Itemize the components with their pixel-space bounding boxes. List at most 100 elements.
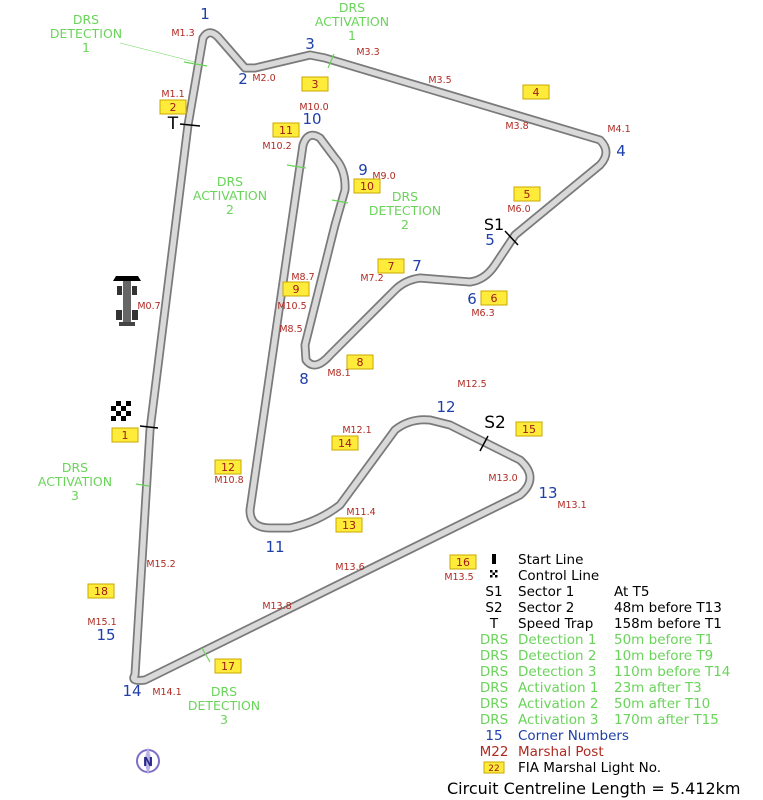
legend-label: Activation 1 — [518, 680, 598, 696]
marshal-light-box: 3 — [301, 76, 329, 92]
control-line — [139, 425, 159, 429]
sector2-line — [479, 435, 489, 452]
marshal-post: M2.0 — [252, 73, 275, 84]
marshal-light-box: 4 — [522, 84, 550, 100]
legend-label: Activation 2 — [518, 696, 598, 712]
track — [129, 28, 611, 685]
marshal-light-number: 13 — [342, 519, 356, 532]
marshal-light-number: 4 — [533, 86, 540, 99]
legend-symbol: M22 — [480, 744, 509, 760]
legend-symbol: S1 — [485, 584, 502, 600]
legend-symbol: DRS — [480, 712, 508, 728]
drs-leader — [119, 42, 196, 63]
speed-trap-label: T — [167, 114, 179, 134]
legend-label: Sector 2 — [518, 600, 574, 616]
legend-label: Start Line — [518, 552, 583, 568]
sector1-line — [504, 230, 519, 246]
marshal-post: M13.1 — [557, 500, 586, 511]
legend-label: Activation 3 — [518, 712, 598, 728]
marshal-post: M10.8 — [214, 475, 243, 486]
legend-symbol: DRS — [480, 632, 508, 648]
marshal-light-number: 11 — [279, 124, 293, 137]
legend-symbol: DRS — [480, 648, 508, 664]
corner-number: 5 — [485, 231, 495, 249]
drs-label-line: 2 — [226, 202, 234, 217]
marshal-light-box: 17 — [214, 658, 242, 674]
compass-label: N — [143, 755, 153, 769]
marshal-post: M14.1 — [152, 687, 181, 698]
speed-trap-line — [179, 123, 201, 127]
marshal-post: M3.3 — [356, 47, 379, 58]
drs-activation-2-line — [286, 164, 307, 169]
drs-label-line: ACTIVATION — [38, 474, 112, 489]
corner-number: 15 — [96, 626, 115, 644]
legend-symbol: DRS — [480, 696, 508, 712]
corner-number: 3 — [305, 35, 315, 53]
drs-labels: DRSDETECTION1DRSACTIVATION1DRSACTIVATION… — [38, 0, 441, 727]
marshal-light-number: 2 — [170, 101, 177, 114]
legend-label: Corner Numbers — [518, 728, 629, 744]
drs-label-line: 1 — [348, 28, 356, 43]
marshal-light-number: 16 — [456, 556, 470, 569]
sector2-label: S2 — [484, 413, 506, 433]
legend-row: Start Line — [492, 552, 583, 568]
marshal-light-number: 18 — [94, 585, 108, 598]
marshal-light-number: 8 — [357, 356, 364, 369]
marshal-post: M10.5 — [277, 301, 306, 312]
legend-value: At T5 — [614, 584, 649, 600]
compass-icon: N — [136, 747, 160, 775]
drs-label-line: DRS — [62, 460, 88, 475]
marshal-post: M3.8 — [505, 121, 528, 132]
marshal-light-box: 10 — [353, 178, 381, 194]
marshal-light-number: 5 — [524, 188, 531, 201]
drs-activation-1-line — [327, 53, 335, 69]
marshal-post: M10.2 — [262, 141, 291, 152]
legend-label: Speed Trap — [518, 616, 593, 632]
legend-label: Detection 2 — [518, 648, 596, 664]
drs-activation-3-line — [135, 483, 150, 487]
marshal-light-number: 17 — [221, 660, 235, 673]
marshal-post: M0.7 — [137, 301, 160, 312]
marshal-light-box: 18 — [87, 583, 115, 599]
legend-symbol: DRS — [480, 680, 508, 696]
marshal-light-number: 12 — [221, 461, 235, 474]
drs-detection-1-line — [183, 61, 208, 67]
marshal-post: M6.0 — [507, 204, 530, 215]
marshal-light-box: 2 — [159, 99, 187, 115]
marshal-light-number: 10 — [360, 180, 374, 193]
marshal-light-box: 14 — [331, 435, 359, 451]
drs-label-line: DRS — [392, 189, 418, 204]
marshal-light-box: 9 — [282, 281, 310, 297]
legend-value: 50m before T1 — [614, 632, 713, 648]
marshal-light-box: 6 — [480, 290, 508, 306]
marshal-post: M8.1 — [327, 368, 350, 379]
drs-lines — [119, 42, 349, 663]
marshal-light-number: 6 — [491, 292, 498, 305]
drs-label-line: DRS — [217, 174, 243, 189]
marshal-light-number: 15 — [522, 423, 536, 436]
drs-label-line: 2 — [401, 217, 409, 232]
drs-label-line: DETECTION — [50, 26, 122, 41]
marshal-post: M12.1 — [342, 425, 371, 436]
legend-label: Control Line — [518, 568, 599, 584]
marshal-light-box: 8 — [346, 354, 374, 370]
corner-number: 13 — [538, 484, 557, 502]
marshal-light-box: 11 — [272, 122, 300, 138]
marshal-post: M15.1 — [87, 617, 116, 628]
corner-number: 2 — [238, 70, 248, 88]
corner-number: 9 — [358, 161, 368, 179]
legend-label: Marshal Post — [518, 744, 604, 760]
marshal-post: M8.7 — [291, 272, 314, 283]
legend-value: 48m before T13 — [614, 600, 722, 616]
